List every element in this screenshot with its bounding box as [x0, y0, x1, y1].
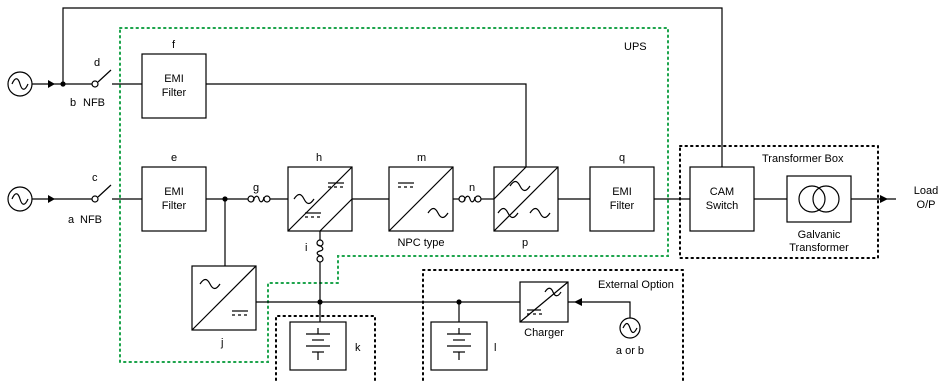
- node-b-label: b: [70, 97, 76, 109]
- galvanic-transformer-line1: Galvanic: [798, 229, 841, 241]
- npc-type-label: NPC type: [397, 237, 444, 249]
- svg-text:Filter: Filter: [162, 87, 187, 99]
- converter-m-letter: m: [417, 152, 426, 164]
- fuse-n-label: n: [469, 182, 475, 194]
- converter-j: [191, 265, 257, 331]
- fuse-i: [316, 231, 324, 302]
- fuse-g: [247, 195, 288, 203]
- svg-text:EMI: EMI: [164, 73, 184, 85]
- breaker-d-letter: d: [94, 57, 100, 69]
- top-input-wire: [32, 69, 142, 88]
- breaker-top-nfb: NFB: [83, 97, 105, 109]
- battery-l: [430, 321, 488, 371]
- external-option-enclosure: [422, 269, 684, 381]
- battery-l-label: l: [494, 342, 496, 354]
- emi-filter-q: EMI Filter: [589, 166, 655, 232]
- inverter-p: [493, 166, 559, 232]
- external-source-label: a or b: [616, 345, 644, 357]
- svg-text:Filter: Filter: [610, 200, 635, 212]
- load-label: Load: [914, 185, 938, 197]
- fuse-n: [453, 195, 494, 203]
- svg-text:Filter: Filter: [162, 200, 187, 212]
- fuse-i-label: i: [305, 242, 307, 254]
- battery-k-label: k: [355, 342, 361, 354]
- battery-bus: [256, 299, 520, 322]
- transformer-box-enclosure: [679, 145, 879, 259]
- converter-m: [388, 166, 454, 232]
- svg-text:EMI: EMI: [612, 186, 632, 198]
- external-option-label: External Option: [598, 279, 674, 291]
- breaker-bottom-nfb: NFB: [80, 214, 102, 226]
- battery-k-enclosure: [275, 315, 376, 381]
- main-bus-wires: [206, 196, 248, 266]
- ac-source-bottom: [7, 186, 33, 212]
- breaker-c-letter: c: [92, 172, 98, 184]
- bypass-wire: [62, 7, 723, 167]
- top-filter-to-p-wire: [206, 83, 527, 167]
- main-input-wire: [32, 184, 142, 203]
- emi-filter-e-letter: e: [171, 152, 177, 164]
- emi-filter-e: EMI Filter: [141, 166, 207, 232]
- galvanic-transformer: [786, 175, 852, 223]
- ac-source-top: [7, 71, 33, 97]
- rectifier-h-letter: h: [316, 152, 322, 164]
- inverter-p-letter: p: [522, 237, 528, 249]
- fuse-g-label: g: [253, 182, 259, 194]
- charger-input-wire: [568, 298, 631, 318]
- converter-j-letter: j: [220, 337, 223, 349]
- battery-k: [289, 321, 347, 371]
- emi-filter-f: EMI Filter: [141, 53, 207, 119]
- galvanic-transformer-line2: Transformer: [789, 242, 849, 254]
- node-a-label: a: [68, 214, 75, 226]
- output-wire: [851, 195, 896, 203]
- output-label: O/P: [917, 199, 936, 211]
- emi-filter-f-letter: f: [172, 39, 176, 51]
- svg-text:EMI: EMI: [164, 186, 184, 198]
- emi-filter-q-letter: q: [619, 152, 625, 164]
- ups-label: UPS: [624, 41, 647, 53]
- svg-text:CAM: CAM: [710, 186, 734, 198]
- charger-label: Charger: [524, 327, 564, 339]
- ups-enclosure: [119, 27, 669, 363]
- transformer-box-label: Transformer Box: [762, 153, 844, 165]
- svg-text:Switch: Switch: [706, 200, 738, 212]
- rectifier-h: [287, 166, 353, 232]
- charger: [519, 281, 569, 323]
- cam-switch: CAM Switch: [689, 166, 755, 232]
- ac-source-external: [619, 317, 641, 339]
